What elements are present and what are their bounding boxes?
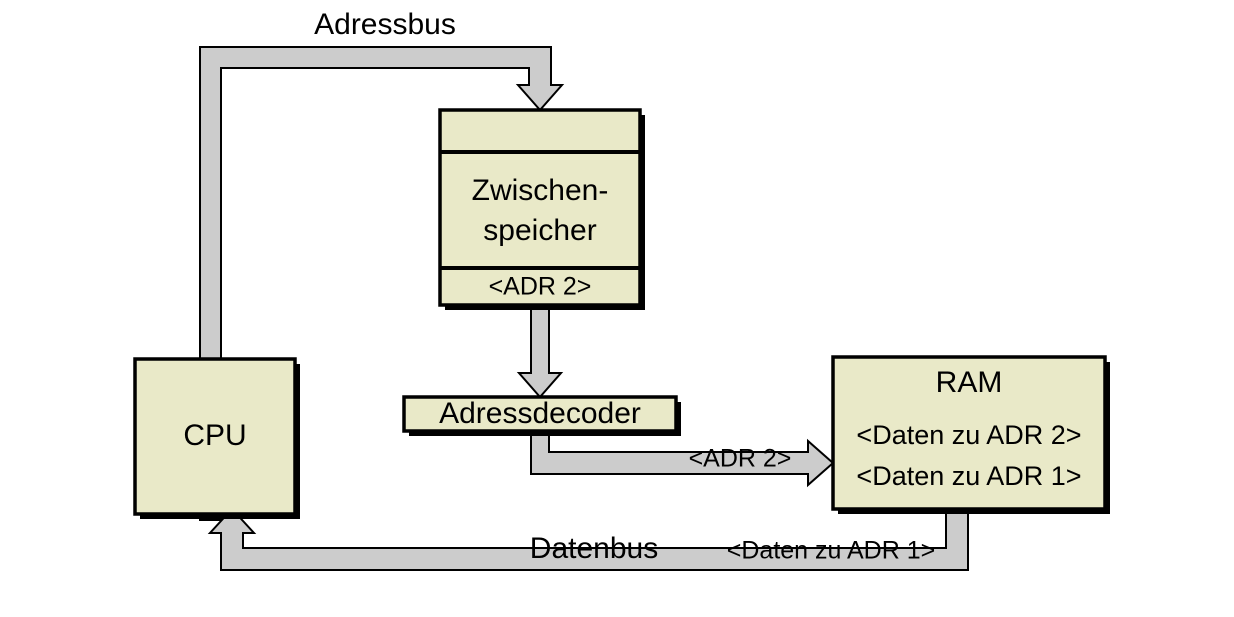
zwischenspeicher-label-line1: Zwischen- bbox=[472, 174, 609, 207]
ram-label: RAM bbox=[936, 366, 1003, 399]
node-ram[interactable]: RAM <Daten zu ADR 2> <Daten zu ADR 1> bbox=[831, 355, 1110, 514]
datenbus-value-label: <Daten zu ADR 1> bbox=[727, 537, 935, 565]
node-cpu[interactable]: CPU bbox=[133, 357, 300, 519]
cpu-label: CPU bbox=[183, 419, 246, 452]
node-zwischenspeicher[interactable]: Zwischen- speicher <ADR 2> bbox=[438, 108, 645, 310]
connection-datenbus bbox=[207, 507, 969, 571]
datenbus-label: Datenbus bbox=[530, 532, 658, 565]
connection-decoder-to-ram bbox=[530, 431, 835, 488]
zwischenspeicher-bottom-cell: <ADR 2> bbox=[489, 273, 592, 301]
node-adressdecoder[interactable]: Adressdecoder bbox=[402, 395, 681, 436]
ram-row-1: <Daten zu ADR 1> bbox=[856, 461, 1081, 491]
zwischenspeicher-label-line2: speicher bbox=[483, 214, 596, 247]
connection-zs-to-decoder bbox=[516, 307, 564, 399]
adressdecoder-label: Adressdecoder bbox=[439, 397, 641, 430]
ram-row-0: <Daten zu ADR 2> bbox=[856, 420, 1081, 450]
connection-adressbus bbox=[199, 46, 565, 521]
adr2-arrow-label: <ADR 2> bbox=[689, 445, 792, 473]
adressbus-label: Adressbus bbox=[314, 8, 456, 41]
